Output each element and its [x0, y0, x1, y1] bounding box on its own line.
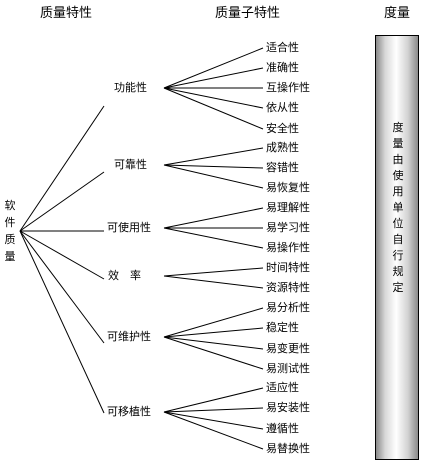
sub-replaceability: 易替换性 — [266, 442, 310, 455]
root-char: 量 — [4, 250, 16, 263]
measure-char: 量 — [392, 137, 404, 150]
reliability-to-sub-line-1 — [163, 164, 264, 169]
portability-to-sub-line-1 — [163, 407, 264, 413]
sub-installability: 易安装性 — [266, 401, 310, 414]
sub-operability: 易操作性 — [266, 241, 310, 254]
maintainability-to-sub-line-0 — [163, 307, 264, 338]
sub-interoperability: 互操作性 — [266, 81, 310, 94]
measure-char: 使 — [392, 169, 404, 182]
root-char: 软 — [4, 199, 16, 212]
sub-understandability: 易理解性 — [266, 201, 310, 214]
maintainability-to-sub-line-3 — [163, 336, 264, 370]
measure-char: 位 — [392, 217, 404, 230]
functionality-to-sub-line-0 — [163, 47, 264, 89]
measure-char: 自 — [392, 233, 404, 246]
usability-to-sub-line-2 — [163, 227, 264, 249]
characteristic-reliability: 可靠性 — [114, 158, 147, 171]
root-char: 件 — [4, 216, 16, 229]
functionality-to-sub-line-3 — [163, 87, 264, 109]
root-to-portability-line — [19, 230, 105, 414]
sub-compliance: 依从性 — [266, 101, 299, 114]
usability-to-sub-line-0 — [163, 207, 264, 229]
header-measure: 度量 — [384, 6, 411, 21]
root-to-efficiency-line — [19, 230, 105, 280]
sub-testability: 易测试性 — [266, 362, 310, 375]
sub-analysability: 易分析性 — [266, 301, 310, 314]
root-to-maintainability-line — [19, 230, 105, 344]
characteristic-functionality: 功能性 — [114, 81, 147, 94]
sub-maturity: 成熟性 — [266, 141, 299, 154]
characteristic-efficiency: 效 率 — [108, 269, 141, 282]
functionality-to-sub-line-4 — [163, 87, 264, 130]
sub-fault-tolerance: 容错性 — [266, 161, 299, 174]
sub-learnability: 易学习性 — [266, 221, 310, 234]
measure-char: 单 — [392, 201, 404, 214]
sub-changeability: 易变更性 — [266, 342, 310, 355]
header-quality-subcharacteristics: 质量子特性 — [215, 6, 281, 21]
portability-to-sub-line-2 — [163, 411, 264, 430]
sub-suitability: 适合性 — [266, 41, 299, 54]
characteristic-maintainability: 可维护性 — [107, 330, 151, 343]
measure-char: 定 — [392, 281, 404, 294]
sub-security: 安全性 — [266, 122, 299, 135]
reliability-to-sub-line-2 — [163, 164, 264, 189]
characteristic-usability: 可使用性 — [107, 221, 151, 234]
root-to-reliability-line — [19, 171, 105, 232]
sub-conformance: 遵循性 — [266, 422, 299, 435]
measure-bar: 度 量 由 使 用 单 位 自 行 规 定 — [375, 35, 419, 460]
maintainability-to-sub-line-1 — [163, 327, 264, 338]
header-quality-characteristics: 质量特性 — [40, 6, 93, 21]
maintainability-to-sub-line-2 — [163, 336, 264, 350]
efficiency-to-sub-line-1 — [163, 275, 264, 289]
root-char: 质 — [4, 233, 16, 246]
portability-to-sub-line-0 — [163, 387, 264, 413]
characteristic-portability: 可移植性 — [107, 405, 151, 418]
sub-accuracy: 准确性 — [266, 61, 299, 74]
sub-adaptability: 适应性 — [266, 381, 299, 394]
sub-stability: 稳定性 — [266, 321, 299, 334]
functionality-to-sub-line-1 — [163, 67, 264, 89]
measure-char: 规 — [392, 265, 404, 278]
sub-resource-behaviour: 资源特性 — [266, 281, 310, 294]
measure-char: 行 — [392, 249, 404, 262]
measure-char: 用 — [392, 185, 404, 198]
measure-char: 由 — [392, 153, 404, 166]
measure-char: 度 — [392, 121, 404, 134]
portability-to-sub-line-3 — [163, 411, 264, 450]
sub-time-behaviour: 时间特性 — [266, 261, 310, 274]
sub-recoverability: 易恢复性 — [266, 181, 310, 194]
efficiency-to-sub-line-0 — [163, 267, 264, 277]
root-to-functionality-line — [19, 105, 105, 232]
reliability-to-sub-line-0 — [163, 147, 264, 166]
